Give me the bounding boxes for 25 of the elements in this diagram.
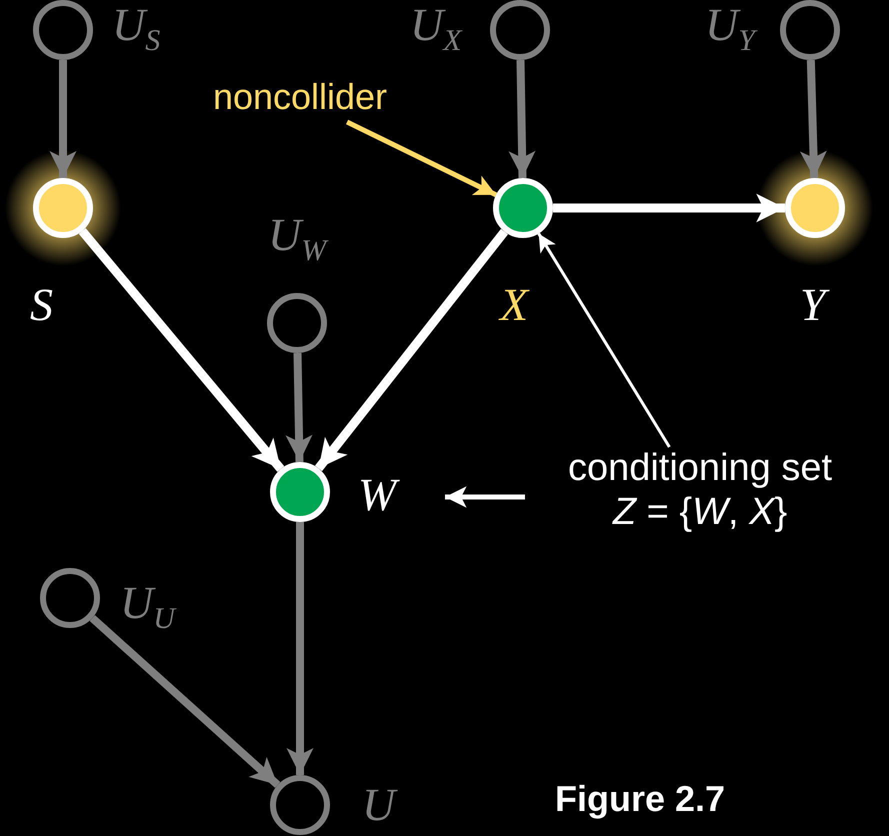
pointer-arrow [346, 120, 498, 198]
variable-label: U$_{S}$ [112, 2, 160, 56]
variable-circle [270, 462, 330, 522]
figure-caption: Figure 2.7 [555, 778, 726, 820]
annotation-text: noncollider [212, 76, 388, 118]
annotation-text: conditioning set [566, 447, 834, 491]
arrow [286, 352, 312, 462]
arrow [800, 60, 827, 178]
variable-label: U [362, 782, 396, 828]
variable-label: U$_{X}$ [410, 2, 462, 56]
arrow [78, 228, 284, 472]
annotation-text: Z = {W, X} [611, 490, 788, 534]
arrow [508, 60, 536, 178]
variable-label: U$_{U}$ [120, 580, 175, 634]
arrow [90, 615, 280, 788]
variable-label: S [30, 282, 53, 328]
pointer-arrow [537, 232, 671, 448]
arrow [50, 60, 76, 178]
arrow [286, 522, 314, 775]
variable-label: U$_{W}$ [268, 212, 326, 266]
pointer-arrow [445, 486, 525, 508]
variable-label: X [500, 282, 528, 328]
arrow [553, 194, 785, 222]
variable-label: U$_{Y}$ [705, 2, 755, 56]
arrow [314, 228, 508, 472]
